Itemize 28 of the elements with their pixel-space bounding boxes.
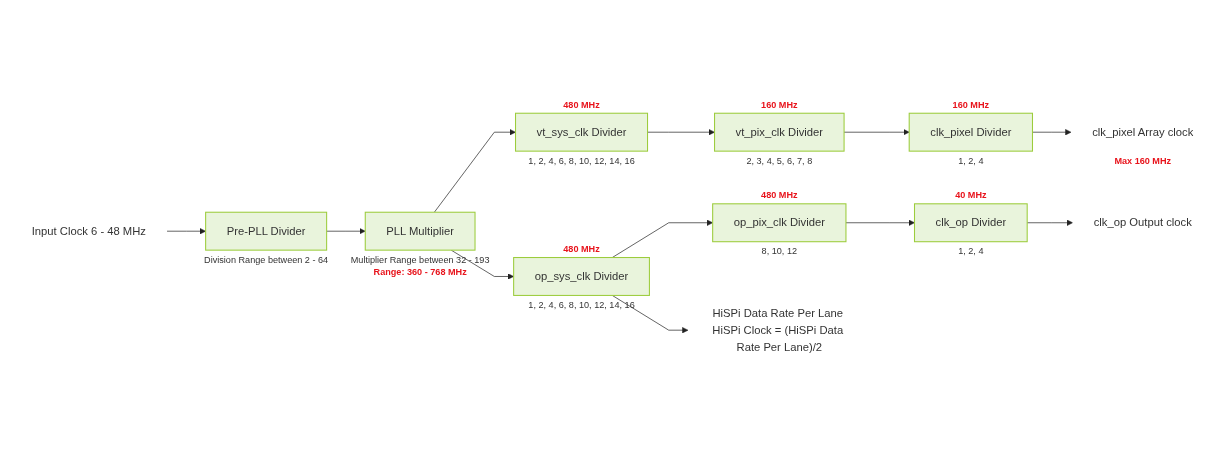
node-box: PLL Multiplier [364, 211, 476, 251]
node-box: Pre-PLL Divider [205, 211, 328, 251]
frequency-label: 480 MHz [563, 99, 600, 110]
frequency-label: 480 MHz [761, 190, 798, 201]
node-box: vt_pix_clk Divider [714, 112, 845, 152]
node-box: op_pix_clk Divider [712, 203, 847, 243]
node-text: clk_pixel Array clock [1092, 126, 1194, 138]
range-label: 2, 3, 4, 5, 6, 7, 8 [746, 155, 813, 166]
node-box: clk_op Divider [914, 203, 1028, 243]
frequency-label: 160 MHz [761, 99, 798, 110]
node-text: Input Clock 6 - 48 MHz [31, 225, 146, 237]
node-box: op_sys_clk Divider [513, 257, 650, 297]
range-label: 1, 2, 4 [958, 155, 984, 166]
frequency-label: 160 MHz [952, 99, 990, 110]
frequency-label: Range: 360 - 768 MHz [373, 266, 467, 277]
frequency-label: Max 160 MHz [1114, 155, 1172, 166]
range-label: 1, 2, 4 [958, 246, 984, 257]
node-box: clk_pixel Divider [908, 112, 1033, 152]
range-label: 1, 2, 4, 6, 8, 10, 12, 14, 16 [528, 300, 635, 311]
range-label: Multiplier Range between 32 - 193 [350, 254, 490, 265]
range-label: Division Range between 2 - 64 [204, 254, 329, 265]
frequency-label: 480 MHz [563, 244, 600, 255]
range-label: 1, 2, 4, 6, 8, 10, 12, 14, 16 [528, 155, 635, 166]
node-text: clk_op Output clock [1093, 216, 1192, 229]
node-text: HiSPi Data Rate Per Lane HiSPi Clock = (HiSPi Data Rate Per Lane)/2 [712, 307, 844, 353]
frequency-label: 40 MHz [955, 190, 987, 201]
node-box: vt_sys_clk Divider [515, 112, 649, 152]
range-label: 8, 10, 12 [761, 246, 798, 257]
